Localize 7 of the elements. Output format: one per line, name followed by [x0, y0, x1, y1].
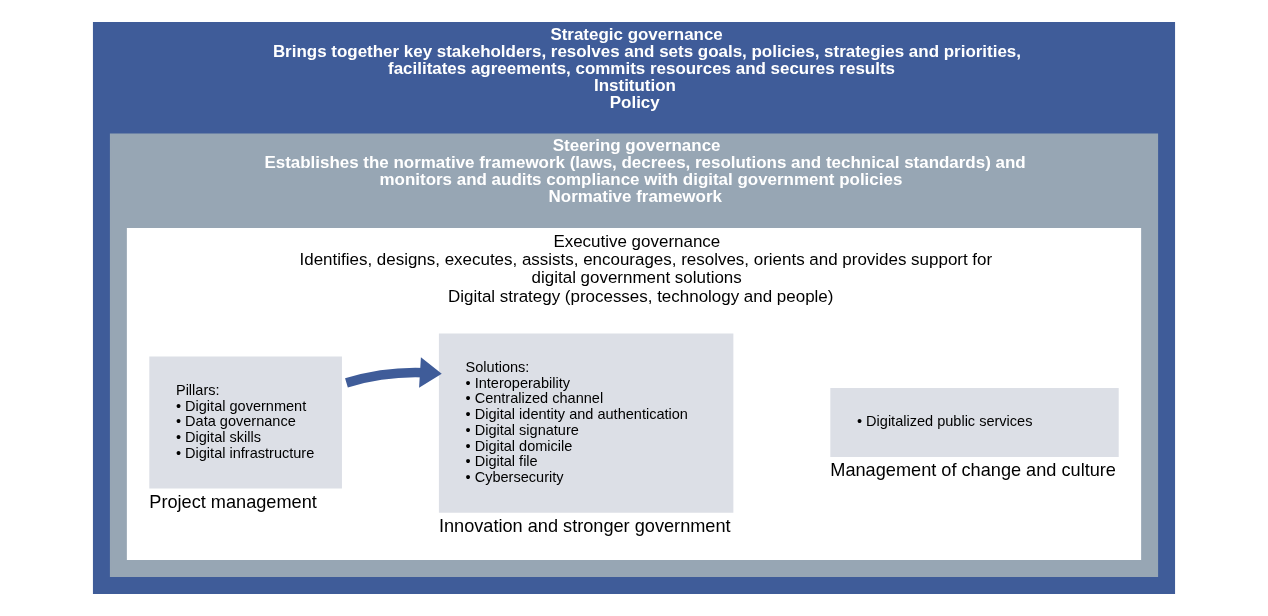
node-label: Project management — [149, 491, 317, 512]
node-label: Innovation and stronger government — [438, 516, 731, 537]
arrow — [345, 357, 442, 388]
node-box: Pillars: • Digital government • Data governance • Digital skills • Digital infrastructure — [149, 356, 342, 489]
node-box: • Digitalized public services — [830, 388, 1119, 458]
node-label: Management of change and culture — [830, 460, 1116, 481]
node-box: Solutions: • Interoperability • Centralized channel • Digital identity and authentication • Digital signature • Digital domicile • Digital file • Cybersecurity — [438, 333, 734, 513]
